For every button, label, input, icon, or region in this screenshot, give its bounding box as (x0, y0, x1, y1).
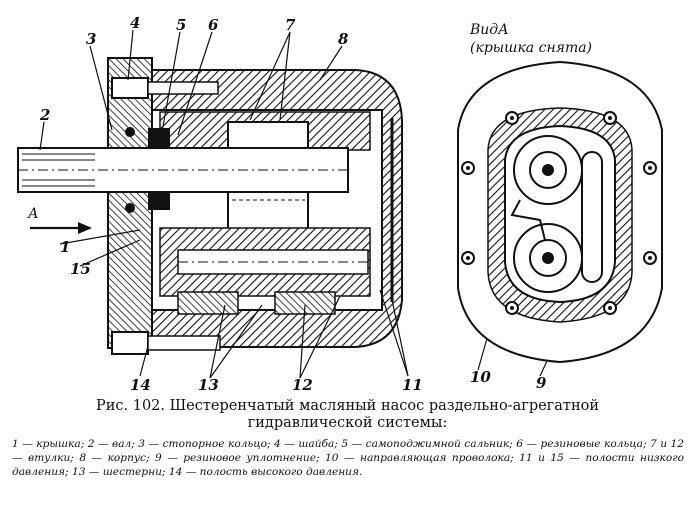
view-title: ВидА (469, 22, 509, 38)
top-bolt (111, 77, 149, 99)
label-8: 8 (338, 30, 349, 48)
shaft-splines (22, 153, 95, 187)
label-11: 11 (402, 376, 423, 394)
caption-line-1: Рис. 102. Шестеренчатый масляный насос р… (95, 398, 600, 414)
label-7: 7 (285, 16, 296, 34)
label-9: 9 (536, 374, 547, 392)
view-a (457, 60, 663, 364)
figure-caption: Рис. 102. Шестеренчатый масляный насос р… (0, 398, 695, 432)
label-3: 3 (86, 30, 96, 48)
figure-legend: 1 — крышка; 2 — вал; 3 — стопорное кольц… (12, 438, 684, 478)
caption-line-2: гидравлической системы: (247, 415, 448, 431)
arrow-label: А (27, 206, 39, 222)
view-subtitle: (крышка снята) (470, 40, 592, 56)
label-12: 12 (292, 376, 313, 394)
label-4: 4 (130, 14, 140, 32)
label-6: 6 (208, 16, 219, 34)
label-14: 14 (130, 376, 151, 394)
label-1: 1 (60, 238, 70, 256)
label-13: 13 (198, 376, 219, 394)
pump-diagram: ВидА (крышка снята) А 1 2 3 4 5 6 7 8 9 … (17, 14, 663, 394)
o-ring (125, 127, 135, 137)
label-5: 5 (176, 16, 186, 34)
bolt-holes (461, 111, 657, 315)
section-view (17, 57, 403, 355)
seal (148, 128, 170, 148)
lower-bushing (274, 291, 336, 315)
label-2: 2 (39, 106, 50, 124)
guide-wire (510, 199, 546, 241)
label-15: 15 (70, 260, 91, 278)
guide-slot (581, 151, 603, 283)
label-10: 10 (470, 368, 491, 386)
bottom-bolt (111, 331, 149, 355)
